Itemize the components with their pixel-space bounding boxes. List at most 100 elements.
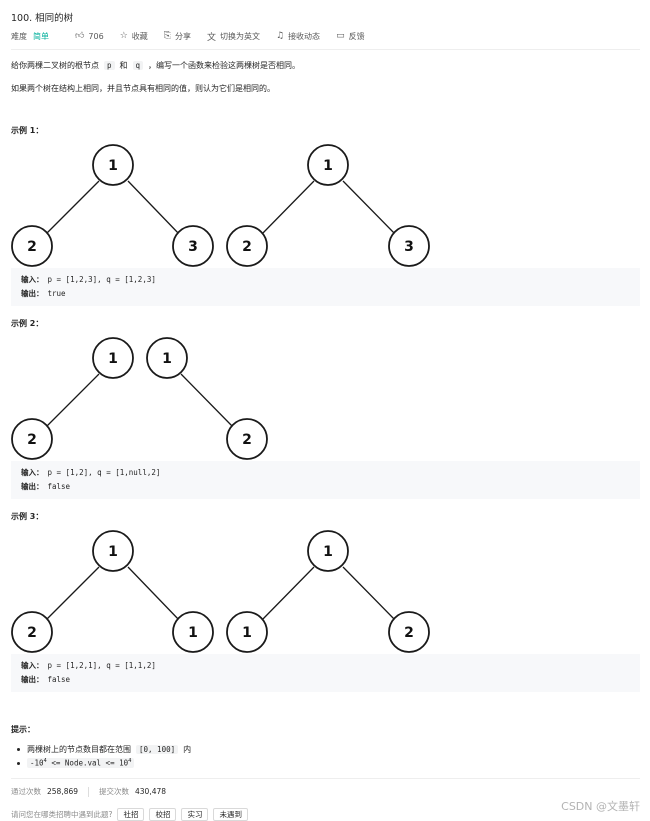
stats-separator — [88, 786, 90, 797]
bell-icon: ♫ — [275, 31, 285, 41]
hint-item-1: 两棵树上的节点数目都在范围 [0, 100] 内 — [16, 745, 192, 754]
submitted-count: 430,478 — [135, 787, 167, 796]
tree-node — [11, 418, 53, 460]
tree-node — [307, 144, 349, 186]
tree-edge — [44, 180, 100, 236]
tree-node-value: 2 — [27, 625, 37, 641]
example-1-tree-q: 1 2 3 — [226, 144, 430, 267]
example-2-io: 输入： p = [1,2], q = [1,null,2] 输出： false — [11, 461, 640, 499]
example-1-output: 输出： true — [21, 289, 66, 298]
tree-node — [11, 225, 53, 267]
survey-option-intern[interactable]: 实习 — [181, 808, 209, 821]
tree-node — [307, 530, 349, 572]
code-constraint: -104 <= Node.val <= 104 — [27, 758, 135, 768]
tree-edge — [180, 373, 235, 429]
feedback-button[interactable]: ▭ 反馈 — [336, 31, 365, 41]
notify-button[interactable]: ♫ 接收动态 — [275, 31, 321, 41]
problem-meta-bar: 难度 简单 👍︎ 706 ☆ 收藏 ⎘ 分享 文 切换为英文 ♫ 接收动态 ▭ … — [11, 30, 381, 43]
tree-node — [92, 530, 134, 572]
survey-option-never[interactable]: 未遇到 — [213, 808, 248, 821]
tree-node-value: 2 — [27, 239, 37, 255]
tree-node-value: 1 — [323, 544, 333, 560]
translate-icon: 文 — [206, 32, 216, 43]
example-2-output: 输出： false — [21, 482, 71, 491]
comment-icon: ▭ — [336, 31, 345, 41]
tree-node-value: 2 — [404, 625, 414, 641]
tree-edge — [44, 373, 100, 429]
example-3-input: 输入： p = [1,2,1], q = [1,1,2] — [21, 661, 156, 670]
example-1-tree-p: 1 2 3 — [11, 144, 214, 267]
accepted-count: 258,869 — [47, 787, 79, 796]
switch-language-button[interactable]: 文 切换为英文 — [206, 31, 260, 43]
watermark: CSDN @文墨轩 — [561, 800, 640, 813]
example-2-tree-p: 1 2 — [11, 337, 134, 460]
example-2-tree-q: 1 2 — [146, 337, 268, 460]
tree-node-value: 3 — [188, 239, 198, 255]
example-2-trees: 1 2 1 2 — [11, 337, 268, 460]
tree-node-value: 1 — [188, 625, 198, 641]
star-icon: ☆ — [119, 31, 128, 41]
like-button[interactable]: 👍︎ 706 — [75, 31, 104, 41]
hints-heading: 提示： — [11, 725, 35, 734]
tree-node — [388, 611, 430, 653]
tree-node-value: 1 — [108, 351, 118, 367]
thumbs-up-icon: 👍︎ — [75, 31, 85, 41]
description-line-1: 给你两棵二叉树的根节点 p 和 q ，编写一个函数来检验这两棵树是否相同。 — [11, 61, 301, 70]
tree-edge — [342, 180, 397, 236]
tree-node-value: 1 — [162, 351, 172, 367]
tree-node — [226, 611, 268, 653]
stats-divider — [11, 778, 640, 779]
tree-edge — [127, 566, 181, 622]
example-1-io: 输入： p = [1,2,3], q = [1,2,3] 输出： true — [11, 268, 640, 306]
submission-stats: 通过次数 258,869 提交次数 430,478 — [11, 786, 167, 797]
tree-node-value: 3 — [404, 239, 414, 255]
example-1-trees: 1 2 3 1 2 3 — [11, 144, 430, 267]
tree-edge — [260, 566, 315, 622]
example-3-tree-q: 1 1 2 — [226, 530, 430, 653]
code-p: p — [104, 61, 115, 70]
example-3-heading: 示例 3： — [11, 512, 44, 521]
tree-edge — [260, 180, 315, 236]
favorite-button[interactable]: ☆ 收藏 — [119, 31, 148, 41]
example-3-io: 输入： p = [1,2,1], q = [1,1,2] 输出： false — [11, 654, 640, 692]
like-count: 706 — [88, 31, 104, 41]
tree-edge — [127, 180, 181, 236]
tree-node-value: 1 — [108, 158, 118, 174]
difficulty-label: 难度 — [11, 31, 27, 41]
difficulty: 难度 简单 — [11, 31, 59, 42]
tree-node — [11, 611, 53, 653]
survey-option-social[interactable]: 社招 — [117, 808, 145, 821]
tree-node — [388, 225, 430, 267]
example-2-input: 输入： p = [1,2], q = [1,null,2] — [21, 468, 161, 477]
code-q: q — [132, 61, 144, 70]
difficulty-badge: 简单 — [33, 31, 49, 41]
tree-node — [92, 144, 134, 186]
description-line-2: 如果两个树在结构上相同，并且节点具有相同的值，则认为它们是相同的。 — [11, 84, 275, 93]
tree-edge — [44, 566, 100, 622]
code-range: [0, 100] — [136, 745, 179, 754]
example-1-heading: 示例 1： — [11, 126, 44, 135]
example-1-input: 输入： p = [1,2,3], q = [1,2,3] — [21, 275, 156, 284]
tree-node — [172, 611, 214, 653]
tree-node — [226, 418, 268, 460]
tree-node-value: 1 — [323, 158, 333, 174]
survey-option-campus[interactable]: 校招 — [149, 808, 177, 821]
problem-title: 100. 相同的树 — [11, 13, 74, 24]
header-divider — [11, 49, 640, 50]
tree-edge — [342, 566, 397, 622]
tree-node-value: 2 — [242, 432, 252, 448]
tree-node — [92, 337, 134, 379]
tree-node — [226, 225, 268, 267]
tree-node — [172, 225, 214, 267]
share-icon: ⎘ — [163, 31, 171, 41]
tree-node-value: 2 — [27, 432, 37, 448]
tree-node-value: 1 — [108, 544, 118, 560]
tree-node — [146, 337, 188, 379]
example-3-output: 输出： false — [21, 675, 71, 684]
example-3-tree-p: 1 2 1 — [11, 530, 214, 653]
interview-survey: 请问您在哪类招聘中遇到此题? 社招 校招 实习 未遇到 — [11, 808, 248, 821]
tree-node-value: 1 — [242, 625, 252, 641]
example-3-trees: 1 2 1 1 1 2 — [11, 530, 430, 653]
tree-node-value: 2 — [242, 239, 252, 255]
share-button[interactable]: ⎘ 分享 — [163, 31, 191, 41]
